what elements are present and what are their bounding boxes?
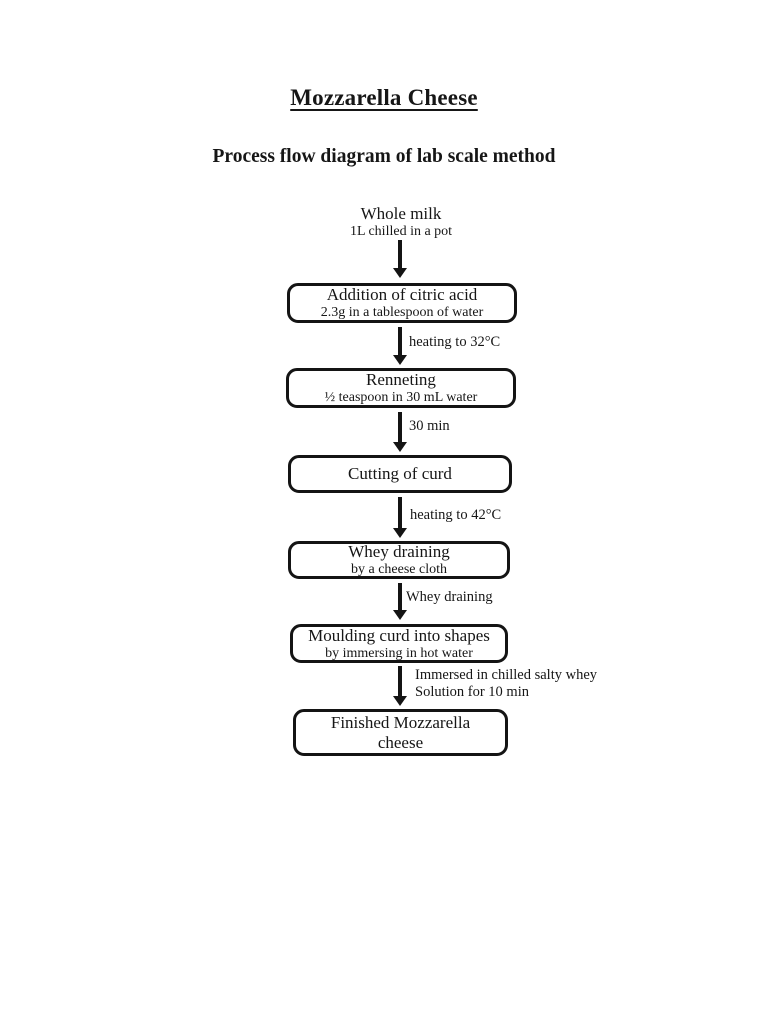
step-title: Renneting xyxy=(366,370,436,389)
flow-box-finished-cheese: Finished Mozzarella cheese xyxy=(293,709,508,756)
arrow-label: heating to 32°C xyxy=(409,334,501,350)
step-subtitle: ½ teaspoon in 30 mL water xyxy=(324,390,478,405)
page-subtitle: Process flow diagram of lab scale method xyxy=(212,146,556,167)
flow-box-cutting-curd: Cutting of curd xyxy=(288,455,512,493)
arrow-label: Immersed in chilled salty whey Solution … xyxy=(415,667,598,700)
arrow-head xyxy=(392,696,407,706)
arrow-shaft xyxy=(397,240,402,268)
arrow-label: 30 min xyxy=(409,418,450,434)
down-arrow xyxy=(392,583,407,620)
step-title: Whey draining xyxy=(348,542,450,561)
arrow-head xyxy=(392,355,407,365)
step-title: Moulding curd into shapes xyxy=(308,625,490,645)
source-title: Whole milk xyxy=(360,204,442,223)
arrow-label: Whey draining xyxy=(406,589,493,605)
arrow-shaft xyxy=(397,497,402,528)
arrow-head xyxy=(392,268,407,278)
down-arrow xyxy=(392,412,407,452)
arrow-shaft xyxy=(397,412,402,442)
flow-source-node: Whole milk 1L chilled in a pot xyxy=(288,204,514,240)
flow-box-whey-draining: Whey draining by a cheese cloth xyxy=(288,541,510,579)
step-title: Cutting of curd xyxy=(348,464,452,483)
flow-box-moulding: Moulding curd into shapes by immersing i… xyxy=(290,624,508,663)
down-arrow xyxy=(392,497,407,538)
arrow-shaft xyxy=(397,327,402,355)
arrow-shaft xyxy=(397,666,402,696)
down-arrow xyxy=(392,666,407,706)
step-subtitle: by immersing in hot water xyxy=(325,645,473,661)
arrow-head xyxy=(392,442,407,452)
arrow-head xyxy=(392,528,407,538)
arrow-label: heating to 42°C xyxy=(410,507,502,523)
flow-box-citric-acid: Addition of citric acid 2.3g in a tables… xyxy=(287,283,517,323)
down-arrow xyxy=(392,327,407,365)
page-title: Mozzarella Cheese xyxy=(290,85,478,110)
step-subtitle: 2.3g in a tablespoon of water xyxy=(320,305,484,320)
step-title: Addition of citric acid xyxy=(326,285,478,304)
step-title: Finished Mozzarella cheese xyxy=(330,712,471,752)
flow-box-renneting: Renneting ½ teaspoon in 30 mL water xyxy=(286,368,516,408)
step-subtitle: by a cheese cloth xyxy=(350,562,447,577)
arrow-shaft xyxy=(397,583,402,610)
source-subtitle: 1L chilled in a pot xyxy=(349,224,453,239)
down-arrow xyxy=(392,240,407,278)
arrow-head xyxy=(392,610,407,620)
